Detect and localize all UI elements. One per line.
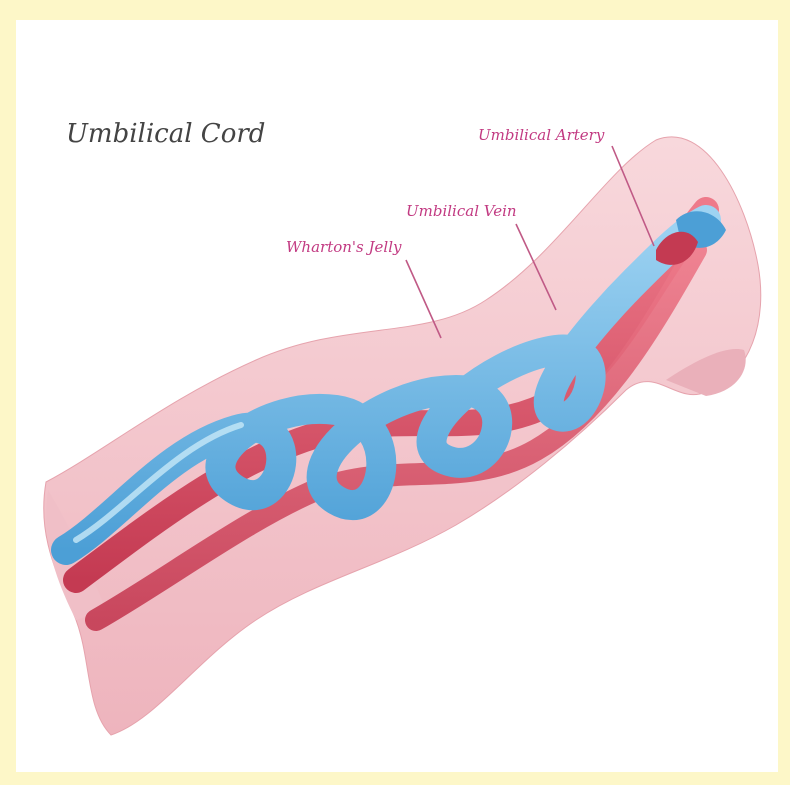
diagram-panel: Umbilical Cord Umbilical Artery Umbilica… — [16, 20, 778, 772]
diagram-title: Umbilical Cord — [66, 119, 265, 149]
label-umbilical-vein: Umbilical Vein — [406, 202, 517, 220]
label-umbilical-artery: Umbilical Artery — [478, 126, 605, 144]
umbilical-cord-illustration: Umbilical Cord Umbilical Artery Umbilica… — [16, 20, 778, 772]
label-whartons-jelly: Wharton's Jelly — [286, 238, 402, 256]
